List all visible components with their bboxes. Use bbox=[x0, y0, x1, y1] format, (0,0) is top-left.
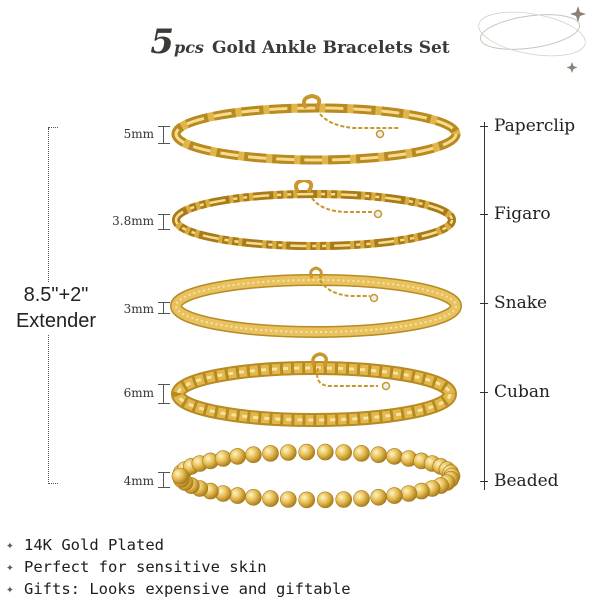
size-measure-paperclip bbox=[158, 126, 170, 144]
name-tick bbox=[480, 392, 488, 393]
bead bbox=[171, 467, 189, 485]
bead bbox=[229, 487, 246, 504]
bead bbox=[335, 491, 352, 508]
bead bbox=[262, 490, 279, 507]
name-snake: Snake bbox=[494, 293, 548, 313]
name-cuban: Cuban bbox=[494, 382, 550, 402]
feature-item: ✦ Gifts: Looks expensive and giftable bbox=[6, 578, 351, 600]
size-label-beaded: 4mm bbox=[123, 474, 154, 488]
title-count: 5 bbox=[150, 22, 174, 62]
bead bbox=[262, 445, 279, 462]
sparkle-icon: ✦ bbox=[6, 559, 14, 575]
names-divider-line bbox=[484, 122, 485, 490]
name-tick bbox=[480, 214, 488, 215]
feature-text: Perfect for sensitive skin bbox=[24, 558, 267, 576]
size-label-paperclip: 5mm bbox=[123, 127, 154, 141]
bead bbox=[335, 444, 352, 461]
bead bbox=[298, 443, 315, 461]
feature-text: 14K Gold Plated bbox=[24, 536, 164, 554]
bead bbox=[280, 444, 297, 461]
length-value: 8.5"+2" bbox=[23, 284, 89, 306]
figaro-bracelet-image bbox=[172, 180, 456, 250]
bead bbox=[317, 491, 334, 509]
bead bbox=[214, 450, 232, 467]
snake-bracelet-image bbox=[170, 266, 462, 338]
cuban-bracelet-image bbox=[171, 352, 457, 427]
bead bbox=[370, 446, 387, 464]
paperclip-bracelet-image bbox=[171, 94, 461, 165]
name-figaro: Figaro bbox=[494, 204, 551, 224]
length-label: 8.5"+2" Extender bbox=[2, 282, 110, 334]
bead bbox=[353, 490, 370, 507]
bead bbox=[400, 485, 418, 502]
bead bbox=[370, 488, 387, 506]
name-tick bbox=[480, 126, 488, 127]
name-tick bbox=[480, 303, 488, 304]
size-measure-figaro bbox=[158, 214, 170, 230]
bead bbox=[298, 491, 315, 509]
bead bbox=[280, 491, 297, 508]
bead bbox=[317, 443, 334, 461]
bead bbox=[386, 487, 403, 504]
size-label-cuban: 6mm bbox=[123, 386, 154, 400]
name-beaded: Beaded bbox=[494, 471, 559, 491]
title-text: Gold Ankle Bracelets Set bbox=[211, 38, 450, 58]
size-measure-beaded bbox=[158, 472, 170, 488]
product-title: 5pcs Gold Ankle Bracelets Set bbox=[0, 22, 600, 62]
bead bbox=[245, 488, 262, 506]
sparkle-icon: ✦ bbox=[6, 537, 14, 553]
orbit-sparkle-icon bbox=[478, 6, 586, 73]
bead bbox=[353, 445, 370, 462]
bead bbox=[245, 446, 262, 464]
length-bracket-bottom bbox=[48, 483, 58, 484]
name-paperclip: Paperclip bbox=[494, 116, 576, 136]
beaded-bracelet-image bbox=[171, 443, 461, 509]
bead bbox=[386, 448, 403, 465]
feature-text: Gifts: Looks expensive and giftable bbox=[24, 580, 351, 598]
bead bbox=[229, 448, 246, 465]
feature-item: ✦ Perfect for sensitive skin bbox=[6, 556, 351, 578]
length-bracket-top bbox=[48, 127, 58, 128]
size-label-snake: 3mm bbox=[123, 302, 154, 316]
title-pcs: pcs bbox=[174, 38, 204, 57]
feature-item: ✦ 14K Gold Plated bbox=[6, 534, 351, 556]
size-label-figaro: 3.8mm bbox=[112, 214, 154, 228]
length-extender: Extender bbox=[15, 310, 97, 332]
sparkle-icon: ✦ bbox=[6, 581, 14, 597]
size-measure-snake bbox=[158, 302, 170, 314]
name-tick bbox=[480, 481, 488, 482]
feature-list: ✦ 14K Gold Plated ✦ Perfect for sensitiv… bbox=[6, 534, 351, 600]
size-measure-cuban bbox=[158, 384, 170, 404]
